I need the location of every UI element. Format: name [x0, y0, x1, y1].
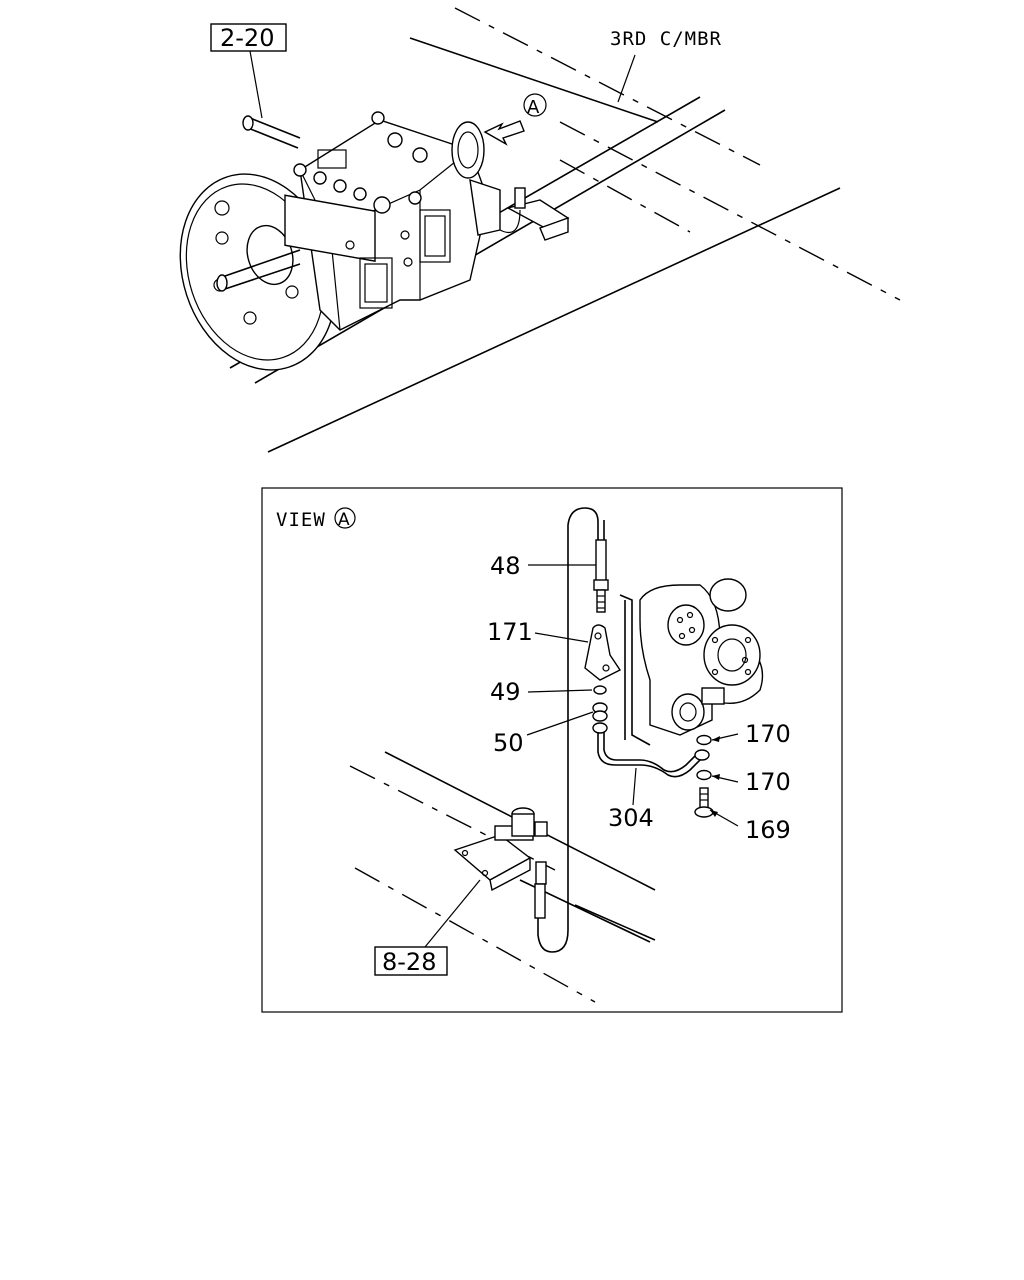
callout-169: 169 — [709, 809, 791, 844]
callout-304-label: 304 — [608, 804, 654, 832]
detail-bottom-bracket — [453, 807, 548, 919]
part-49-washer — [593, 685, 607, 695]
callout-48: 48 — [490, 552, 596, 580]
part-50-nut — [592, 702, 608, 722]
transmission-rear-detail — [619, 578, 764, 746]
view-a-letter: A — [527, 97, 540, 118]
callout-304: 304 — [608, 767, 654, 832]
view-a-marker: A — [483, 93, 547, 146]
member-label-text: 3RD C/MBR — [610, 28, 722, 50]
view-direction-arrow-icon — [483, 120, 525, 146]
detail-view-a: VIEW A — [261, 487, 843, 1013]
callout-50: 50 — [493, 711, 594, 757]
callout-170-upper: 170 — [711, 720, 791, 748]
ref-box-2-20-label: 2-20 — [220, 24, 274, 52]
part-48-sensor — [593, 539, 609, 613]
part-170-washer-lower — [696, 769, 712, 781]
callout-170-upper-label: 170 — [745, 720, 791, 748]
callout-170-lower: 170 — [711, 768, 791, 796]
top-assembly-view: 2-20 3RD C/MBR A — [179, 7, 901, 453]
callout-49-label: 49 — [490, 678, 521, 706]
part-171-bracket — [584, 624, 622, 681]
callout-169-label: 169 — [745, 816, 791, 844]
callout-171: 171 — [487, 618, 589, 646]
detail-title-text: VIEW — [276, 509, 326, 531]
part-304-pipe — [592, 722, 710, 778]
transmission-body — [242, 111, 501, 331]
callout-170-lower-label: 170 — [745, 768, 791, 796]
callout-50-label: 50 — [493, 729, 524, 757]
part-169-bolt — [694, 787, 714, 818]
part-170-washer-upper — [696, 734, 712, 746]
ref-box-8-28: 8-28 — [374, 879, 481, 976]
speedometer-cable — [537, 507, 605, 953]
detail-title-marker: A — [338, 510, 350, 530]
detail-title: VIEW A — [276, 507, 356, 531]
top-bracket — [499, 187, 570, 241]
member-label: 3RD C/MBR — [610, 28, 722, 103]
callout-171-label: 171 — [487, 618, 533, 646]
detail-view-frame — [261, 487, 843, 1013]
ref-box-8-28-label: 8-28 — [382, 948, 436, 976]
callout-49: 49 — [490, 678, 593, 706]
ref-box-2-20: 2-20 — [210, 23, 287, 119]
callout-48-label: 48 — [490, 552, 521, 580]
